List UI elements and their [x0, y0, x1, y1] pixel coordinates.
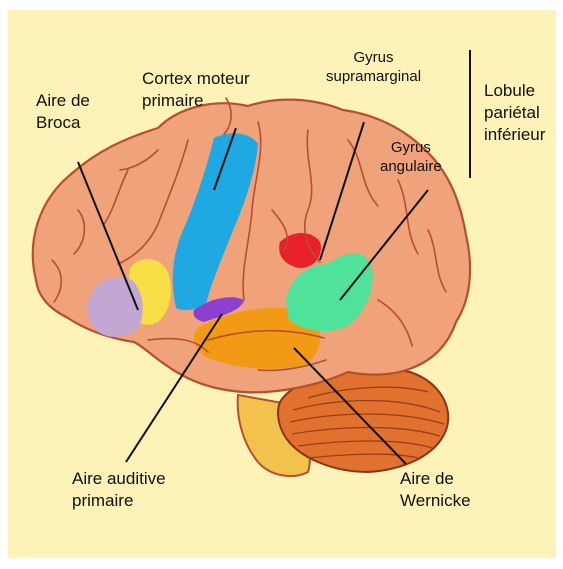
label-primary-motor-cortex: Cortex moteur primaire: [142, 68, 250, 112]
label-supramarginal-gyrus: Gyrus supramarginal: [326, 48, 421, 86]
label-broca-area: Aire de Broca: [36, 90, 90, 134]
label-primary-auditory-area: Aire auditive primaire: [72, 468, 166, 512]
diagram-panel: Aire de Broca Cortex moteur primaire Gyr…: [8, 10, 556, 558]
label-wernicke-area: Aire de Wernicke: [400, 468, 471, 512]
label-angular-gyrus: Gyrus angulaire: [380, 138, 442, 176]
label-inferior-parietal-lobule: Lobule pariétal inférieur: [484, 80, 545, 146]
